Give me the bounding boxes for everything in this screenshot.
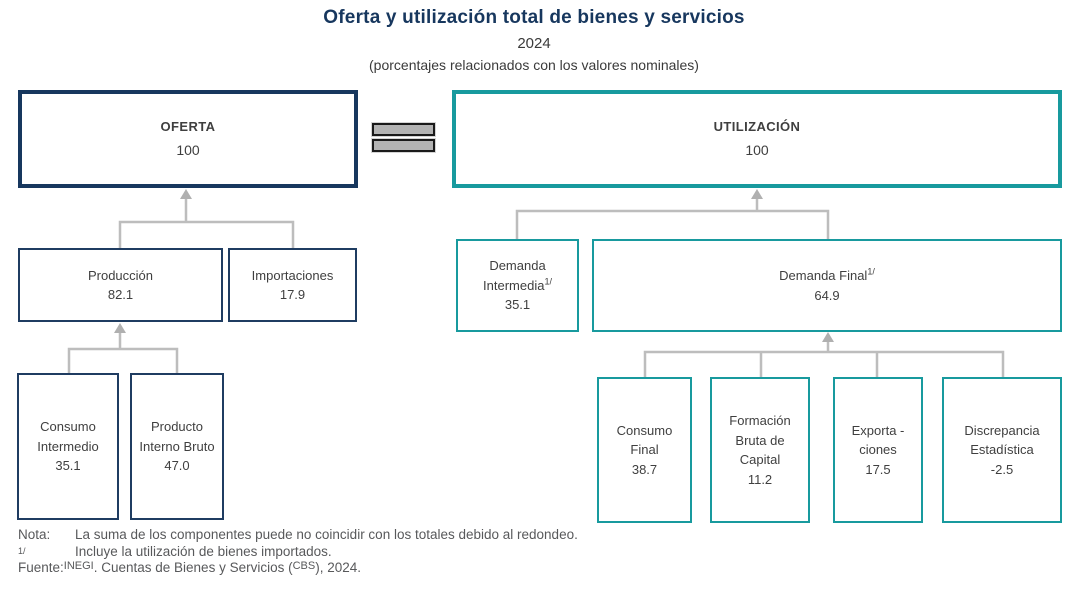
- box-oferta: OFERTA 100: [18, 90, 358, 188]
- box-produccion: Producción 82.1: [18, 248, 223, 322]
- box-produccion-value: 82.1: [107, 287, 134, 302]
- box-demanda-intermedia: Demanda Intermedia1/ 35.1: [456, 239, 579, 332]
- box-oferta-value: 100: [176, 142, 200, 159]
- box-importaciones-label: Importaciones: [251, 267, 334, 283]
- arrow-up-icon: [114, 323, 126, 333]
- box-consumo-intermedio-value: 35.1: [55, 458, 81, 474]
- box-consumo-final-label: Consumo Final: [616, 422, 673, 458]
- box-formacion-bruta-capital-label: Formación Bruta de Capital: [729, 413, 791, 467]
- box-oferta-label: OFERTA: [160, 118, 216, 134]
- box-demanda-intermedia-label: Demanda Intermedia1/: [483, 258, 552, 293]
- box-utilizacion: UTILIZACIÓN 100: [452, 90, 1062, 188]
- arrow-up-icon: [751, 189, 763, 199]
- box-consumo-final-value: 38.7: [631, 461, 658, 477]
- box-discrepancia-estadistica-label: Discrepancia Estadística: [964, 422, 1040, 458]
- box-exportaciones-label: Exporta - ciones: [851, 422, 905, 458]
- box-importaciones-value: 17.9: [279, 287, 306, 302]
- note-label: Nota:: [18, 527, 51, 542]
- box-utilizacion-label: UTILIZACIÓN: [713, 118, 801, 134]
- box-consumo-intermedio: Consumo Intermedio 35.1: [17, 373, 119, 520]
- box-formacion-bruta-capital-value: 11.2: [747, 471, 773, 487]
- box-discrepancia-estadistica: Discrepancia Estadística -2.5: [942, 377, 1062, 523]
- footnote-mark: 1/: [18, 545, 26, 556]
- equals-icon: [371, 122, 436, 155]
- box-demanda-final-value: 64.9: [814, 287, 840, 303]
- box-pib: Producto Interno Bruto 47.0: [130, 373, 224, 520]
- note-line: Nota: La suma de los componentes puede n…: [18, 527, 1058, 544]
- box-pib-label: Producto Interno Bruto: [139, 419, 215, 454]
- box-demanda-intermedia-value: 35.1: [504, 297, 531, 313]
- box-demanda-final: Demanda Final1/ 64.9: [592, 239, 1062, 332]
- box-consumo-final: Consumo Final 38.7: [597, 377, 692, 523]
- box-produccion-label: Producción: [87, 267, 154, 283]
- year-subtitle: 2024: [517, 35, 551, 52]
- box-demanda-final-label: Demanda Final1/: [779, 266, 875, 283]
- footnote-line: 1/ Incluye la utilización de bienes impo…: [18, 544, 1058, 561]
- page-title: Oferta y utilización total de bienes y s…: [323, 7, 745, 28]
- source-inegi: INEGI: [63, 560, 94, 573]
- note-text: La suma de los componentes puede no coin…: [75, 527, 578, 542]
- box-formacion-bruta-capital: Formación Bruta de Capital 11.2: [710, 377, 810, 523]
- source-mid: . Cuentas de Bienes y Servicios (: [93, 560, 293, 576]
- footnote-text: Incluye la utilización de bienes importa…: [75, 543, 332, 559]
- footer-notes: Nota: La suma de los componentes puede n…: [18, 527, 1058, 577]
- box-importaciones: Importaciones 17.9: [228, 248, 357, 322]
- source-label: Fuente:: [18, 560, 64, 576]
- box-discrepancia-estadistica-value: -2.5: [990, 461, 1014, 477]
- box-exportaciones-value: 17.5: [865, 461, 891, 477]
- source-cbs: CBS: [292, 560, 316, 573]
- box-utilizacion-value: 100: [745, 142, 769, 159]
- box-exportaciones: Exporta - ciones 17.5: [833, 377, 923, 523]
- source-line: Fuente:INEGI. Cuentas de Bienes y Servic…: [18, 560, 1058, 577]
- arrow-up-icon: [180, 189, 192, 199]
- footnote-mark: 1/: [867, 266, 875, 277]
- footnote-mark: 1/: [544, 276, 552, 287]
- box-pib-value: 47.0: [164, 458, 190, 474]
- units-subtitle: (porcentajes relacionados con los valore…: [369, 57, 699, 73]
- source-end: ), 2024.: [315, 560, 361, 576]
- box-consumo-intermedio-label: Consumo Intermedio: [37, 419, 99, 454]
- arrow-up-icon: [822, 332, 834, 342]
